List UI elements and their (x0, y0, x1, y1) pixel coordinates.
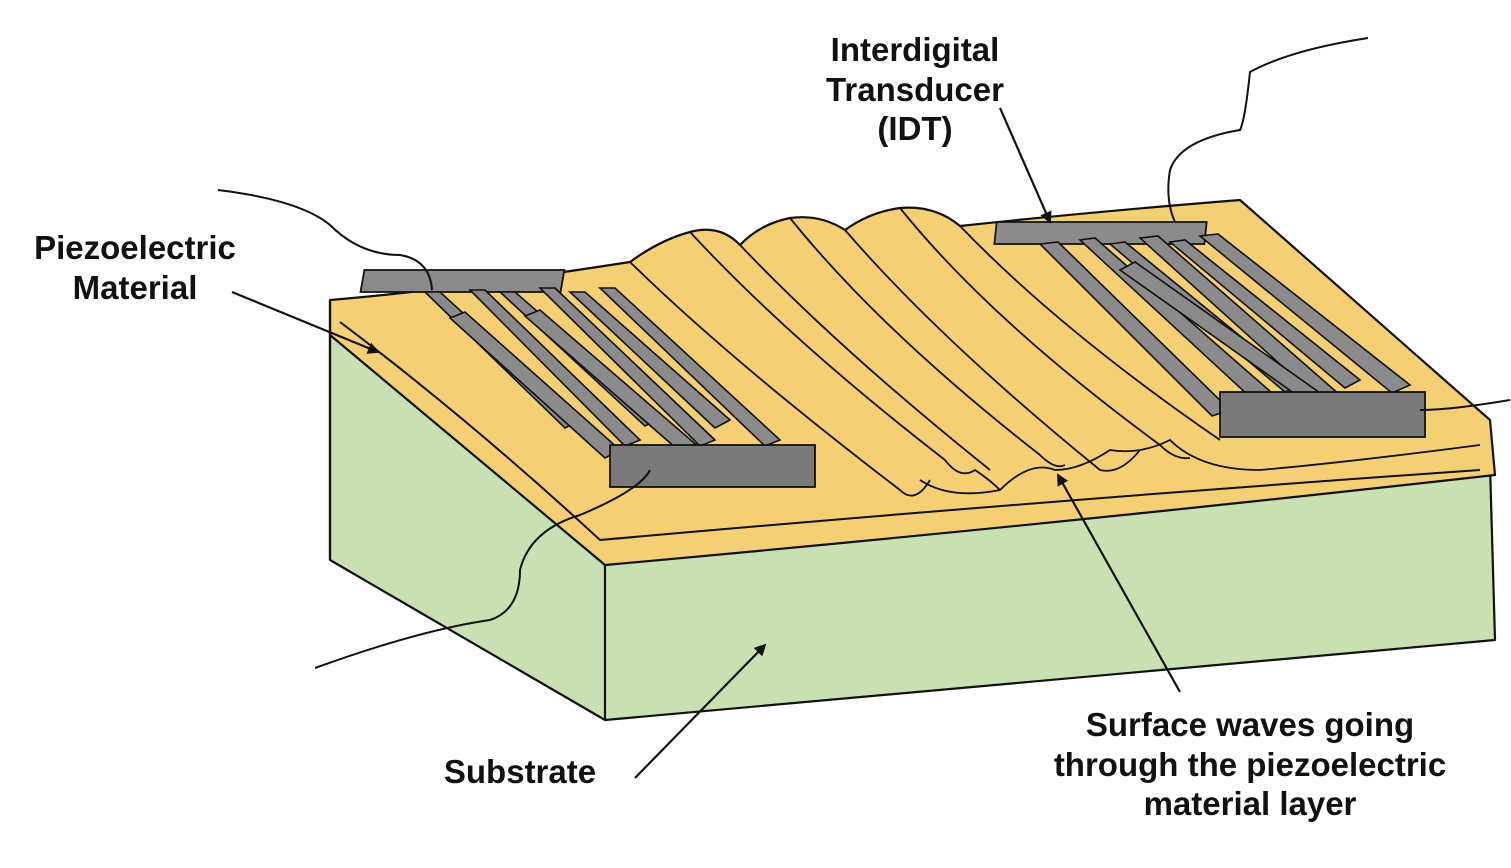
label-idt-line2: Transducer (826, 70, 1004, 108)
piezo-front-band (339, 321, 1481, 542)
left-idt-fingers (423, 287, 782, 459)
right-idt-bottom-bar (1219, 391, 1426, 438)
left-idt-bottom-bar (609, 444, 816, 488)
label-waves-line2: through the piezoelectric (1053, 745, 1447, 783)
label-idt: Interdigital Transducer (IDT) (800, 30, 1030, 149)
label-substrate-line1: Substrate (443, 753, 597, 790)
arrow-piezo (231, 290, 380, 354)
wire-right-top (1167, 37, 1369, 223)
surface-wave-lines (629, 207, 1481, 497)
label-substrate: Substrate (420, 752, 620, 792)
right-idt (993, 221, 1426, 438)
annotation-arrows (231, 107, 1181, 779)
label-waves: Surface waves going through the piezoele… (1000, 705, 1500, 824)
arrow-waves (1057, 473, 1181, 693)
wire-right-bottom (1419, 399, 1511, 411)
wire-left-bottom (314, 469, 651, 669)
label-waves-line1: Surface waves going (1085, 706, 1415, 743)
arrow-idt (998, 107, 1052, 224)
left-idt (359, 269, 816, 488)
left-idt-top-bar (359, 269, 566, 293)
label-idt-line3: (IDT) (877, 110, 953, 148)
label-waves-line3: material layer (1143, 785, 1357, 823)
right-idt-fingers (1038, 233, 1412, 417)
label-idt-line1: Interdigital (830, 31, 1000, 68)
label-piezo: Piezoelectric Material (10, 228, 260, 307)
label-piezo-line2: Material (72, 268, 198, 306)
wires (217, 37, 1511, 669)
arrow-substrate (634, 643, 767, 779)
label-piezo-line1: Piezoelectric (34, 229, 236, 266)
wire-left-top (217, 189, 433, 291)
